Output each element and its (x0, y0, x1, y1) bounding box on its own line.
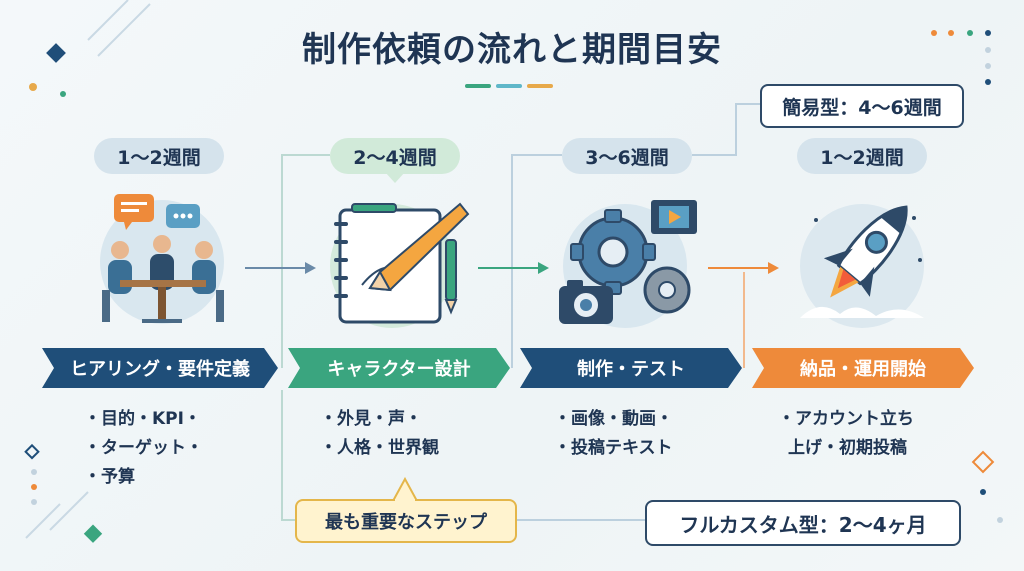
meeting-icon (100, 194, 224, 324)
step3-bullet: ・投稿テキスト (554, 438, 673, 458)
title-underline-2 (496, 84, 522, 88)
step2-duration-pointer (385, 172, 405, 183)
step1-duration: 1〜2週間 (94, 138, 224, 174)
step4-bullet: ・アカウント立ち (778, 409, 914, 429)
step1-bullet: ・目的・KPI・ (84, 409, 201, 429)
step3-banner: 制作・テスト (520, 348, 742, 388)
step1-bullets: ・目的・KPI・ ・ターゲット・ ・予算 (84, 405, 203, 492)
full-custom-plan-box: フルカスタム型：2〜4ヶ月 (645, 500, 961, 546)
key-step-note-pointer (391, 477, 419, 501)
key-step-note-pointer-cover (395, 499, 415, 503)
sketchbook-pencil-icon (330, 202, 470, 328)
step2-duration: 2〜4週間 (330, 138, 460, 174)
step3-duration: 3〜6週間 (562, 138, 692, 174)
step2-bullet: ・人格・世界観 (320, 438, 439, 458)
rocket-icon (800, 204, 924, 328)
title-underline-3 (527, 84, 553, 88)
step3-bullets: ・画像・動画・ ・投稿テキスト (554, 405, 673, 463)
page-title: 制作依頼の流れと期間目安 (302, 30, 722, 70)
step1-bullet: ・ターゲット・ (84, 438, 203, 458)
simple-plan-box: 簡易型：4〜6週間 (760, 84, 964, 128)
step2-bullets: ・外見・声・ ・人格・世界観 (320, 405, 439, 463)
step2-banner: キャラクター設計 (288, 348, 510, 388)
step4-duration: 1〜2週間 (797, 138, 927, 174)
step1-banner: ヒアリング・要件定義 (42, 348, 278, 388)
step4-banner: 納品・運用開始 (752, 348, 974, 388)
step1-bullet: ・予算 (84, 467, 135, 487)
gears-camera-icon (559, 200, 697, 328)
step2-bullet: ・外見・声・ (320, 409, 422, 429)
step4-bullet: 上げ・初期投稿 (788, 438, 907, 458)
title-underline-1 (465, 84, 491, 88)
step3-bullet: ・画像・動画・ (554, 409, 673, 429)
key-step-note: 最も重要なステップ (295, 499, 517, 543)
step4-bullets: ・アカウント立ち 上げ・初期投稿 (778, 405, 914, 463)
